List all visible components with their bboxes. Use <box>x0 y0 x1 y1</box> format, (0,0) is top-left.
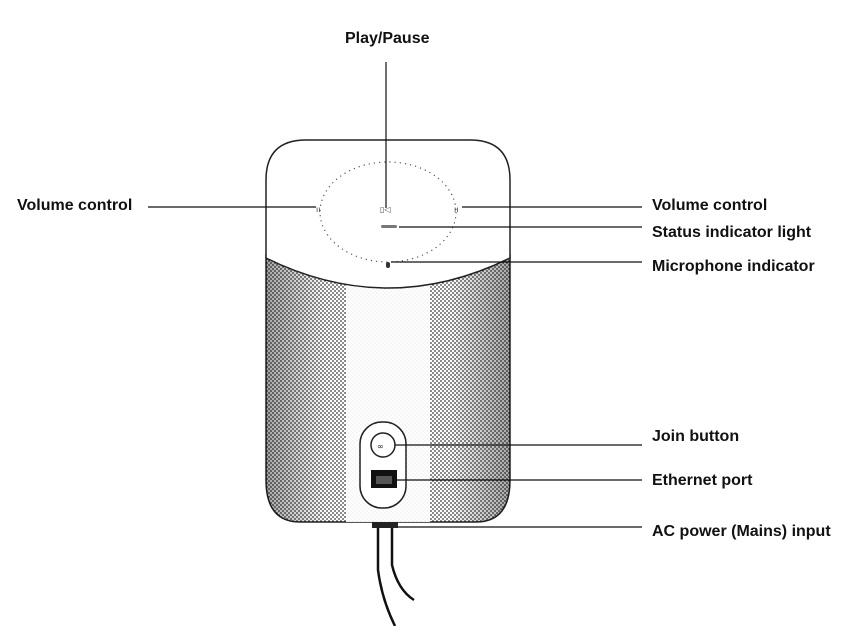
play-pause-label: Play/Pause <box>345 30 430 47</box>
leader-lines <box>148 62 642 528</box>
touch-ring <box>319 161 457 263</box>
volume-left-label: Volume control <box>17 197 133 214</box>
microphone-icon <box>386 262 390 268</box>
volume-up-icon[interactable]: ıı <box>454 205 458 214</box>
ethernet-label: Ethernet port <box>652 472 753 489</box>
microphone-label: Microphone indicator <box>652 258 815 275</box>
speaker-body <box>265 254 511 523</box>
speaker-top: ıı ıı ▯◁ <box>265 139 511 289</box>
volume-down-icon[interactable]: ıı <box>316 205 320 214</box>
join-label: Join button <box>652 428 740 445</box>
ac-power-connector <box>372 518 398 528</box>
status-light-icon <box>381 225 397 228</box>
play-pause-icon[interactable]: ▯◁ <box>380 205 391 214</box>
rear-ports: ∞ <box>359 421 407 509</box>
join-icon: ∞ <box>377 442 384 451</box>
volume-right-label: Volume control <box>652 197 768 214</box>
power-cable <box>372 518 415 626</box>
status-light-label: Status indicator light <box>652 224 812 241</box>
ac-power-label: AC power (Mains) input <box>652 523 831 540</box>
